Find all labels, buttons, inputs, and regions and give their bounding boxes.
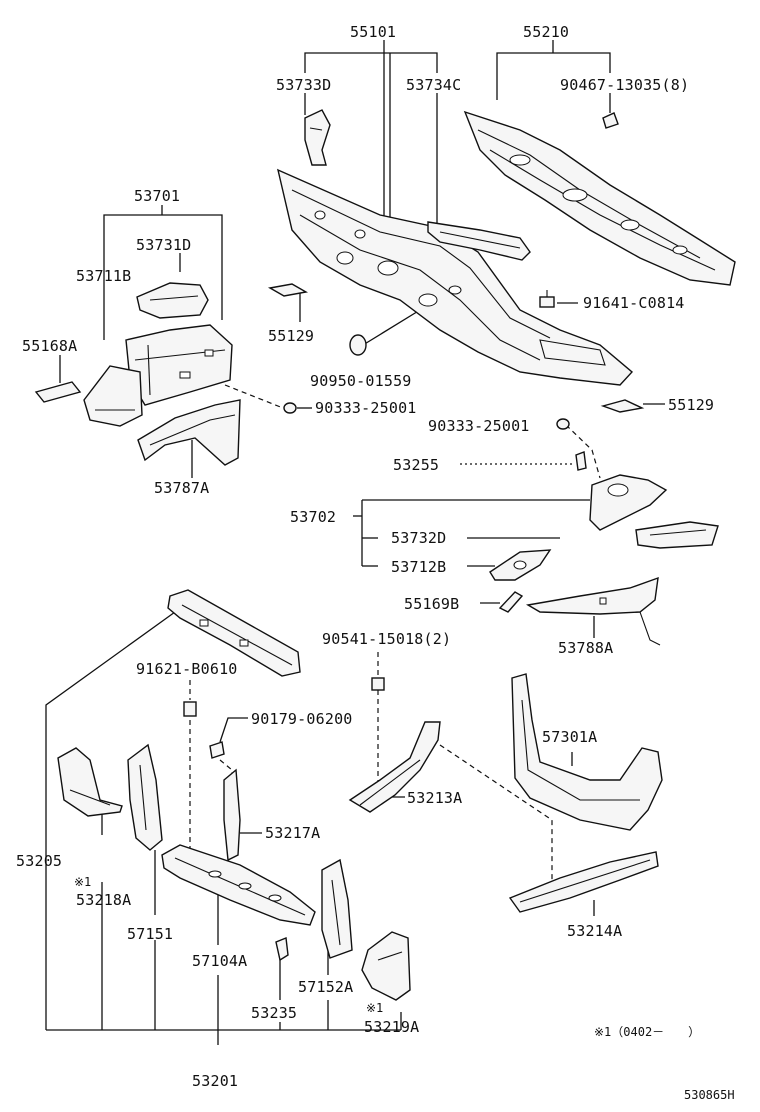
label-53219A: 53219A [364,1018,419,1036]
label-90333-right: 90333-25001 [428,417,530,435]
part-apron-lower [83,365,143,427]
label-53702: 53702 [290,508,336,526]
label-53787A: 53787A [154,479,209,497]
part-90333-left-plug [283,402,297,414]
label-91641: 91641-C0814 [583,294,685,312]
label-57152A: 57152A [298,978,353,996]
part-53219A [361,931,411,1001]
part-53255 [575,451,587,471]
part-57301A-frame [511,673,663,831]
part-90179-nut [209,741,225,759]
label-55129-left: 55129 [268,327,314,345]
part-90541-bolt [371,677,385,691]
label-53733D: 53733D [276,76,331,94]
part-upper-radiator-support [167,589,301,677]
part-53787A [137,399,241,466]
part-53732D [635,521,719,549]
part-53217A [223,768,241,862]
part-57151 [127,743,163,851]
label-90333-left: 90333-25001 [315,399,417,417]
label-53255: 53255 [393,456,439,474]
label-55210: 55210 [523,23,569,41]
label-55169B: 55169B [404,595,459,613]
part-53213A [348,721,441,813]
label-mark1-b: ※1 [366,1001,383,1015]
label-90179: 90179-06200 [251,710,353,728]
part-90467-clip [602,112,619,129]
part-53214A [508,851,659,913]
part-53734C [427,221,531,261]
part-53711B-apron [125,324,233,406]
part-55210-upper-panel [463,110,736,286]
label-57104A: 57104A [192,952,247,970]
part-55168A [34,381,82,403]
label-53711B: 53711B [76,267,131,285]
label-90467: 90467-13035(8) [560,76,689,94]
label-53701: 53701 [134,187,180,205]
label-53235: 53235 [251,1004,297,1022]
label-53217A: 53217A [265,824,320,842]
label-53712B: 53712B [391,558,446,576]
diagram-id: 530865H [684,1088,735,1102]
part-53702-apron-right [589,474,668,531]
part-53712B [489,549,552,581]
label-90541: 90541-15018(2) [322,630,451,648]
label-mark1-a: ※1 [74,875,91,889]
label-57301A: 57301A [542,728,597,746]
part-53788A [525,576,661,646]
label-57151: 57151 [127,925,173,943]
part-55129-right [600,399,645,413]
part-57152A [321,858,353,959]
label-53205: 53205 [16,852,62,870]
label-90950: 90950-01559 [310,372,412,390]
part-57104A-lower-support [161,844,316,926]
part-91641-bolt [539,290,555,308]
label-55101: 55101 [350,23,396,41]
label-55129-right: 55129 [668,396,714,414]
leader-lines [45,40,665,1045]
part-53731D [136,282,209,319]
part-labels: 55101 55210 53733D 53734C 90467-13035(8)… [16,23,735,1102]
label-53214A: 53214A [567,922,622,940]
label-53213A: 53213A [407,789,462,807]
label-53788A: 53788A [558,639,613,657]
label-53731D: 53731D [136,236,191,254]
label-53732D: 53732D [391,529,446,547]
part-55129-left [267,283,309,297]
label-91621: 91621-B0610 [136,660,238,678]
part-91621-bolt [183,701,197,717]
part-53235 [275,937,289,962]
footnote-text: ※1（0402－ ） [594,1025,700,1039]
label-53201: 53201 [192,1072,238,1090]
label-55168A: 55168A [22,337,77,355]
part-55169B [498,591,524,613]
label-53218A: 53218A [76,891,131,909]
part-90333-right-plug [556,418,570,430]
part-90950-plug [349,334,367,356]
part-53205 [57,747,123,817]
part-53733D [304,109,331,166]
label-53734C: 53734C [406,76,461,94]
